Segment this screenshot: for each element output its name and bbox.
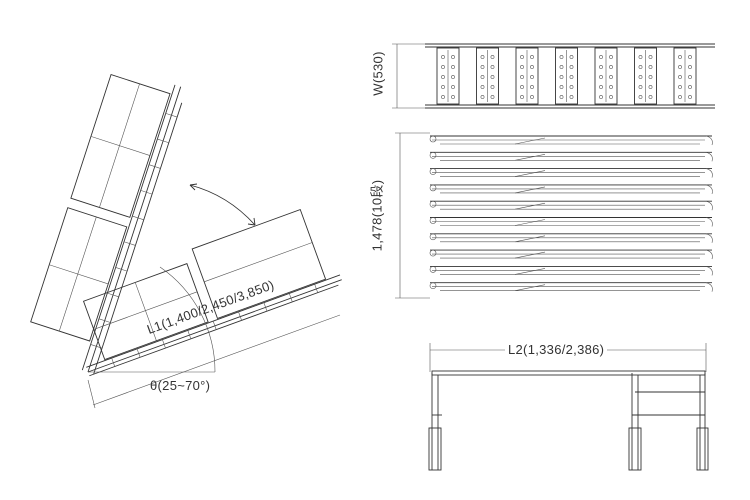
top-view [392,43,715,109]
angle-label: θ(25~70°) [150,378,211,393]
step [263,302,268,312]
width-label: W(530) [370,51,386,96]
angle-arc [159,266,216,373]
steep-ladder [30,73,183,374]
rotation-arrow [189,184,256,226]
step [212,321,217,330]
step [115,267,128,272]
height-label: 1,478(10段) [369,179,385,252]
step [288,293,293,302]
handrail-view [428,343,709,471]
step [187,330,192,339]
step [148,164,161,169]
low-ladder [82,209,342,377]
tread [476,47,499,105]
step [98,318,111,323]
step [123,241,136,246]
step [111,357,116,367]
tread [436,47,460,105]
step [162,339,166,349]
tread [634,47,657,105]
step [136,348,141,358]
step [314,284,318,293]
folded-side-view [395,132,713,299]
tread [515,47,539,105]
step [157,138,169,144]
step [140,190,153,195]
step [238,311,242,321]
l1-dimension-line [92,314,341,406]
tread [555,47,578,105]
tread [673,47,697,105]
tread [594,47,618,105]
step [165,113,178,118]
step [107,292,119,298]
step [132,215,144,221]
length2-label: L2(1,336/2,386) [505,342,608,357]
